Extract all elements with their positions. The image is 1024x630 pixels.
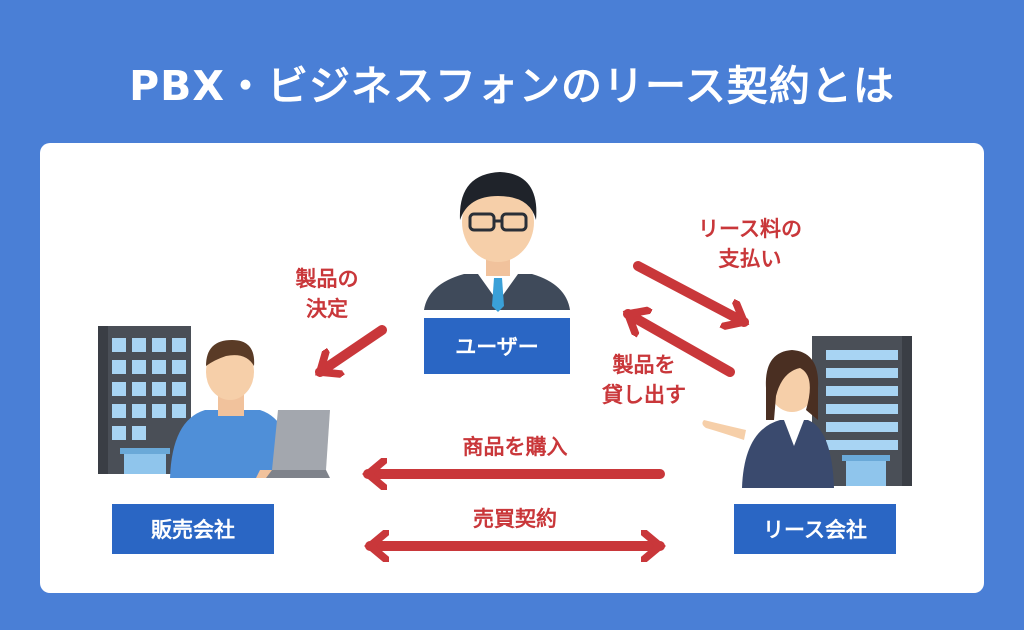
decide-product-label: 製品の 決定 xyxy=(272,264,382,324)
lease-fee-line1: リース料の xyxy=(698,217,802,241)
seller-person-icon xyxy=(170,340,330,478)
lend-product-line1: 製品を xyxy=(612,353,676,377)
lend-product-label: 製品を 貸し出す xyxy=(584,350,704,410)
user-label: ユーザー xyxy=(424,318,570,374)
decide-product-line2: 決定 xyxy=(306,297,348,321)
arrow-lend-product xyxy=(628,314,735,377)
user-person-icon xyxy=(424,172,570,312)
lease-fee-line2: 支払い xyxy=(718,247,782,271)
arrow-decide-product xyxy=(315,325,387,372)
seller-label: 販売会社 xyxy=(112,504,274,554)
decide-product-line1: 製品の xyxy=(295,267,359,291)
arrow-lease-fee xyxy=(633,261,744,322)
lease-company-label: リース会社 xyxy=(734,504,896,554)
lease-company-person-icon xyxy=(702,350,834,488)
lease-fee-label: リース料の 支払い xyxy=(680,214,820,274)
page-title: PBX・ビジネスフォンのリース契約とは xyxy=(129,62,895,110)
lend-product-line2: 貸し出す xyxy=(602,383,686,407)
purchase-label: 商品を購入 xyxy=(462,435,568,459)
sales-contract-label: 売買契約 xyxy=(473,507,557,531)
